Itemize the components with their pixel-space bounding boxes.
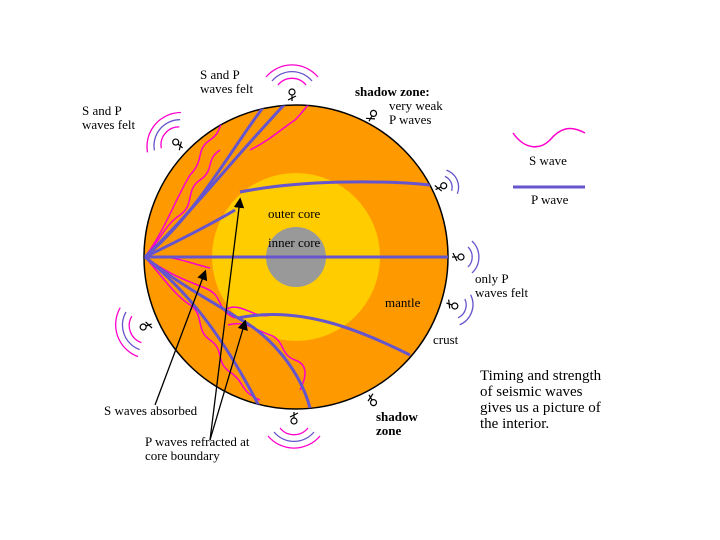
s-wave-path <box>144 256 261 401</box>
s-wave-path <box>144 149 221 258</box>
p-wave-path <box>237 313 411 357</box>
label-outer-core: outer core <box>268 206 321 221</box>
arrow-p-refracted-1 <box>209 197 245 441</box>
seismometer-icon <box>146 111 183 153</box>
legend-p-wave: P wave <box>531 192 569 207</box>
label-sp-left: S and P waves felt <box>82 103 136 132</box>
label-only-p: only P waves felt <box>475 271 529 300</box>
s-wave-path <box>249 105 321 151</box>
seismometer-icon <box>446 294 474 326</box>
label-shadow-bottom: shadow zone <box>376 409 418 438</box>
label-inner-core: inner core <box>268 235 321 250</box>
p-wave-path <box>239 180 431 194</box>
seismometer-icon <box>367 393 378 407</box>
p-wave-path <box>144 208 236 259</box>
label-crust: crust <box>433 332 459 347</box>
seismometer-icon <box>434 169 460 194</box>
label-shadow-top-title: shadow zone: <box>355 84 430 99</box>
label-s-absorbed: S waves absorbed <box>104 403 198 418</box>
arrow-p-refracted-2 <box>209 319 248 441</box>
p-wave-path <box>144 255 239 320</box>
s-wave-legend-sample <box>512 127 586 148</box>
seismometer-icon <box>115 307 153 358</box>
p-wave-path <box>144 105 267 259</box>
arrow-s-absorbed <box>154 269 208 406</box>
label-shadow-top-desc: very weak P waves <box>389 98 443 127</box>
seismometer-icon <box>267 412 321 449</box>
label-mantle: mantle <box>385 295 421 310</box>
legend-s-wave: S wave <box>529 153 567 168</box>
label-p-refracted: P waves refracted at core boundary <box>145 434 250 463</box>
p-wave-path <box>237 316 312 409</box>
summary-text: Timing and strength of seismic waves giv… <box>480 368 602 432</box>
label-sp-top: S and P waves felt <box>200 67 254 96</box>
s-wave-path <box>144 105 271 258</box>
seismometer-icon <box>265 64 319 101</box>
seismometer-icon <box>365 109 378 122</box>
seismometer-icon <box>452 240 480 274</box>
